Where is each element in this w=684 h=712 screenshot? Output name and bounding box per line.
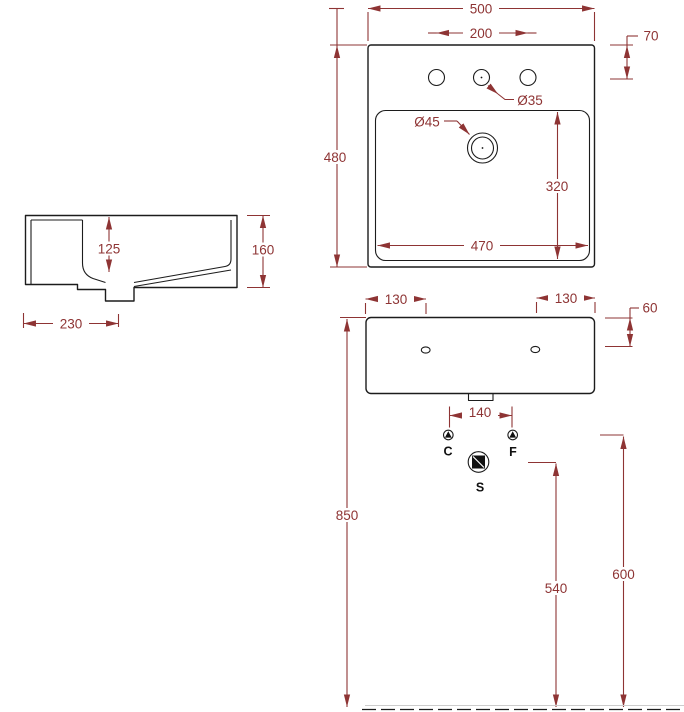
dim-overall-width-label: 500	[470, 2, 493, 17]
label-bg	[319, 150, 353, 164]
sink-outline-front	[365, 316, 596, 395]
sink-outline-side	[24, 214, 238, 302]
cold-supply-label: C	[443, 445, 452, 459]
dim-height-label: 160	[252, 243, 275, 258]
label-bg	[463, 2, 499, 15]
label-bg	[329, 508, 365, 522]
mounting-hole-right	[530, 345, 541, 354]
waste-label: S	[476, 481, 484, 495]
floor-line	[362, 705, 684, 711]
dim-faucet-offset-label: 70	[643, 29, 658, 44]
cold-supply-triangle-icon	[444, 431, 452, 438]
leader-line	[486, 83, 499, 95]
dim-projection-label: 230	[60, 317, 83, 332]
drain-stub	[467, 394, 494, 402]
leader-line	[497, 93, 514, 101]
basin-slope-outer	[133, 269, 232, 288]
waste-outlet-diagonal	[472, 456, 485, 468]
hot-supply-icon	[507, 429, 519, 441]
faucet-hole-left	[427, 68, 446, 87]
basin-slope-inner	[133, 220, 232, 284]
leader-line	[456, 120, 470, 135]
label-bg	[53, 317, 89, 330]
cold-supply-icon	[442, 429, 454, 441]
dim-supply-height-label: 600	[612, 567, 635, 582]
faucet-hole-center-dot	[480, 76, 483, 79]
basin-outline-plan	[374, 109, 591, 262]
label-bg	[463, 26, 499, 40]
label-bg	[540, 179, 574, 193]
dim-rim-height-label: 850	[336, 508, 359, 523]
dim-supply-spacing-label: 140	[469, 405, 492, 420]
dim-waste-height-label: 540	[545, 581, 568, 596]
label-bg	[246, 242, 281, 257]
dim-overall-depth-label: 480	[324, 150, 347, 165]
label-bg	[464, 239, 500, 252]
front-view: 130 130 60 140 C F S 850	[329, 291, 684, 711]
label-bg	[538, 581, 574, 595]
dim-drain-dia-label: Ø45	[414, 115, 440, 130]
dim-faucet-hole-dia-label: Ø35	[517, 93, 543, 108]
label-bg	[92, 241, 126, 256]
dim-hole-spacing-label: 200	[470, 26, 493, 41]
label-bg	[605, 567, 642, 581]
hot-supply-label: F	[509, 445, 517, 459]
dim-basin-depth-label: 320	[546, 179, 569, 194]
dim-inner-depth-label: 125	[98, 242, 121, 257]
hot-supply-triangle-icon	[509, 431, 517, 438]
side-view: 125 160 230	[22, 214, 281, 332]
dim-basin-width-label: 470	[471, 239, 494, 254]
mounting-hole-left	[420, 346, 431, 354]
faucet-hole-right	[519, 68, 537, 87]
drain-center-dot	[481, 147, 484, 149]
plan-view: 500 200 70 480 Ø35 Ø45 320	[319, 2, 659, 268]
drain-hole-inner	[470, 136, 495, 160]
drain-hole-outer	[466, 132, 499, 164]
dim-left-hole-offset-label: 130	[385, 292, 408, 307]
dim-right-hole-offset-label: 130	[555, 291, 578, 306]
label-bg	[462, 406, 498, 419]
dim-hole-drop-label: 60	[642, 301, 657, 316]
basin-wall-curve	[81, 220, 106, 284]
waste-outlet-icon	[467, 451, 490, 473]
label-bg	[548, 291, 584, 305]
label-bg	[378, 292, 414, 306]
faucet-hole-center	[472, 68, 491, 87]
sink-outline-plan	[367, 44, 596, 268]
